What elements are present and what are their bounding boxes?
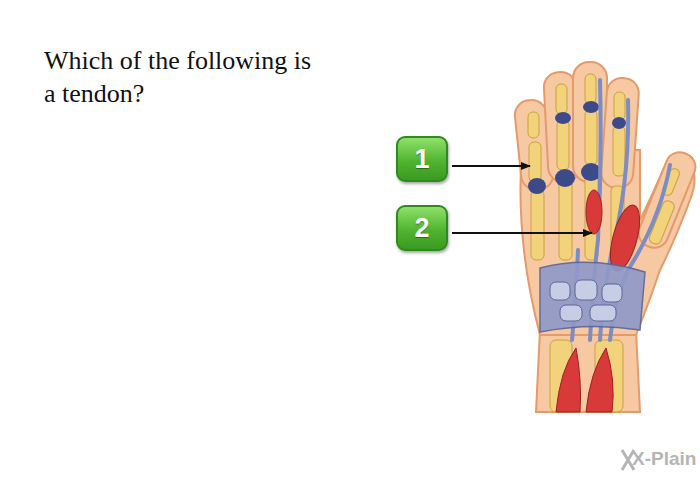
joints (528, 101, 626, 194)
index-finger (600, 77, 640, 189)
wrist-band (540, 262, 645, 332)
muscle (586, 190, 602, 234)
muscle (605, 202, 646, 274)
leader-arrow (452, 165, 530, 167)
forearm-skin (536, 330, 640, 412)
thumb (634, 148, 699, 252)
callout-box: 2 (396, 205, 448, 251)
question-title: Which of the following is a tendon? (44, 44, 312, 110)
leader-arrow (452, 232, 592, 234)
carpals (550, 280, 622, 321)
callout-number: 2 (414, 213, 429, 244)
callout-box: 1 (396, 136, 448, 182)
forearm-muscle (556, 348, 581, 412)
forearm-muscle (586, 348, 613, 412)
callout-number: 1 (414, 144, 429, 175)
watermark: X-Plain (632, 448, 696, 470)
bones (528, 74, 681, 412)
